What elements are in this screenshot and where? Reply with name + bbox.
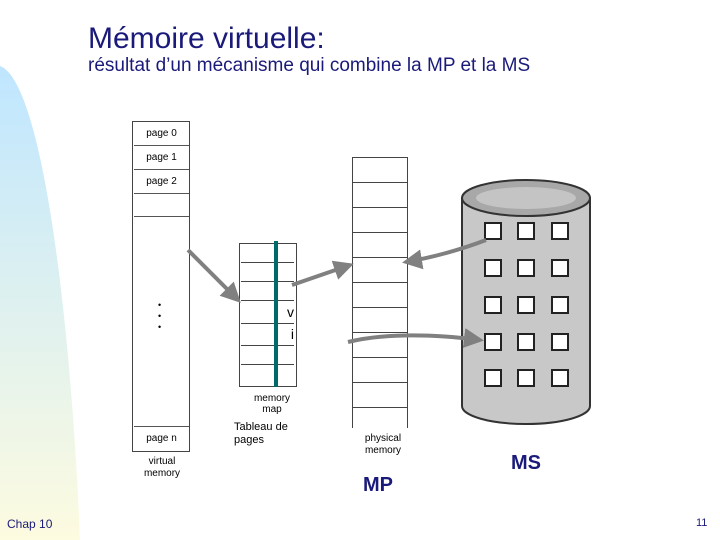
physical-frame xyxy=(353,333,407,358)
map-flag-invalid: i xyxy=(241,324,294,346)
physical-frame xyxy=(353,258,407,283)
virtual-page-1: page 1 xyxy=(134,146,189,170)
physical-frame xyxy=(353,208,407,233)
disk-block xyxy=(551,296,569,314)
physical-memory-column xyxy=(352,157,408,428)
physical-frame xyxy=(353,183,407,208)
disk-block xyxy=(517,333,535,351)
slide-subtitle: résultat d’un mécanisme qui combine la M… xyxy=(88,55,531,76)
map-cell xyxy=(241,263,294,282)
virtual-memory-ellipsis: • • • xyxy=(158,300,162,332)
disk-block xyxy=(551,369,569,387)
disk-block xyxy=(484,333,502,351)
map-cell xyxy=(241,346,294,365)
secondary-memory-label: MS xyxy=(511,452,541,474)
disk-block xyxy=(517,259,535,277)
disk-block xyxy=(484,296,502,314)
map-cell xyxy=(241,244,294,263)
physical-frame xyxy=(353,358,407,383)
physical-memory-caption: physical memory xyxy=(364,433,402,456)
virtual-page-2: page 2 xyxy=(134,170,189,194)
disk-block xyxy=(551,259,569,277)
disk-block xyxy=(517,222,535,240)
slide-title: Mémoire virtuelle: xyxy=(88,22,325,55)
disk-block xyxy=(484,369,502,387)
memory-map-accent-bar xyxy=(274,241,278,387)
virtual-page-0: page 0 xyxy=(134,122,189,146)
disk-block xyxy=(484,222,502,240)
memory-map-caption: memory map xyxy=(253,393,291,415)
virtual-memory-column: page 0 page 1 page 2 page n xyxy=(132,121,190,452)
physical-frame xyxy=(353,308,407,333)
map-cell xyxy=(241,365,294,385)
map-cell xyxy=(241,282,294,301)
chapter-label: Chap 10 xyxy=(7,517,53,531)
virtual-memory-caption: virtual memory xyxy=(143,456,181,479)
physical-frame xyxy=(353,233,407,258)
memory-map-table: v i xyxy=(239,241,297,387)
disk-block xyxy=(551,333,569,351)
disk-block xyxy=(484,259,502,277)
physical-frame xyxy=(353,283,407,308)
virtual-page-n: page n xyxy=(134,426,189,450)
physical-frame xyxy=(353,383,407,408)
disk-block xyxy=(517,296,535,314)
page-number: 11 xyxy=(696,517,708,529)
map-flag-valid: v xyxy=(241,301,294,324)
physical-frame xyxy=(353,158,407,183)
virtual-page-empty xyxy=(134,194,189,217)
disk-block xyxy=(517,369,535,387)
page-table-annotation: Tableau de pages xyxy=(234,421,288,446)
disk-block xyxy=(551,222,569,240)
main-memory-label: MP xyxy=(363,474,393,496)
